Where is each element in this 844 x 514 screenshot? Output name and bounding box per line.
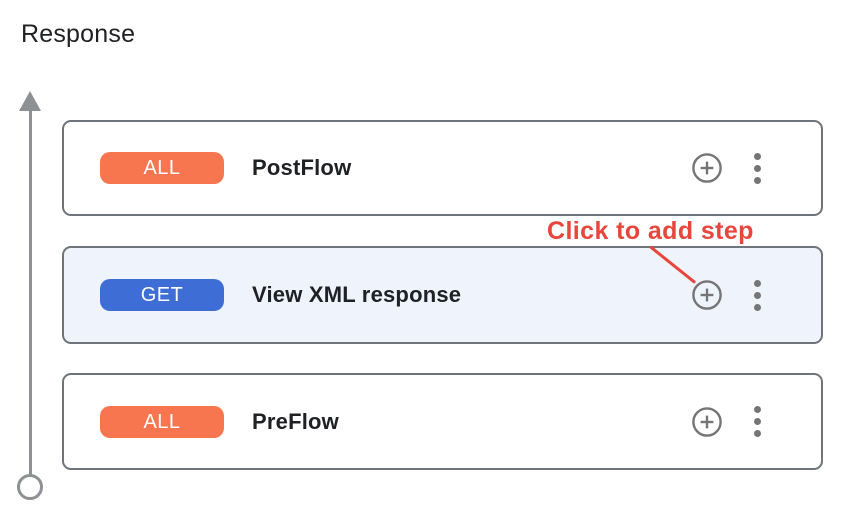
method-badge: GET [100,279,224,311]
method-badge: ALL [100,405,224,438]
annotation-click-to-add-step: Click to add step [547,217,754,245]
flow-card-postflow[interactable]: ALL PostFlow [62,120,823,216]
more-options-button[interactable] [754,279,761,311]
more-vert-icon [754,164,761,172]
more-options-button[interactable] [754,406,761,437]
flow-name: PostFlow [252,155,352,180]
plus-circle-icon [692,153,722,183]
flow-card-view-xml-response[interactable]: GET View XML response [62,246,823,344]
more-vert-icon [754,291,761,299]
timeline-line [29,107,32,475]
more-vert-icon [754,430,761,437]
flow-card-preflow[interactable]: ALL PreFlow [62,373,823,470]
more-vert-icon [754,176,761,184]
more-vert-icon [754,406,761,413]
add-step-button[interactable] [692,406,722,437]
flow-name: View XML response [252,282,462,307]
arrow-up-icon [19,91,41,111]
more-vert-icon [754,303,761,311]
plus-circle-icon [692,406,722,437]
method-badge: ALL [100,152,224,184]
section-title: Response [21,20,136,48]
more-vert-icon [754,279,761,287]
add-step-button[interactable] [692,280,722,310]
more-vert-icon [754,152,761,160]
more-options-button[interactable] [754,152,761,184]
more-vert-icon [754,418,761,425]
timeline-start-circle [17,474,43,500]
plus-circle-icon [692,280,722,310]
flow-name: PreFlow [252,408,339,434]
add-step-button[interactable] [692,153,722,183]
